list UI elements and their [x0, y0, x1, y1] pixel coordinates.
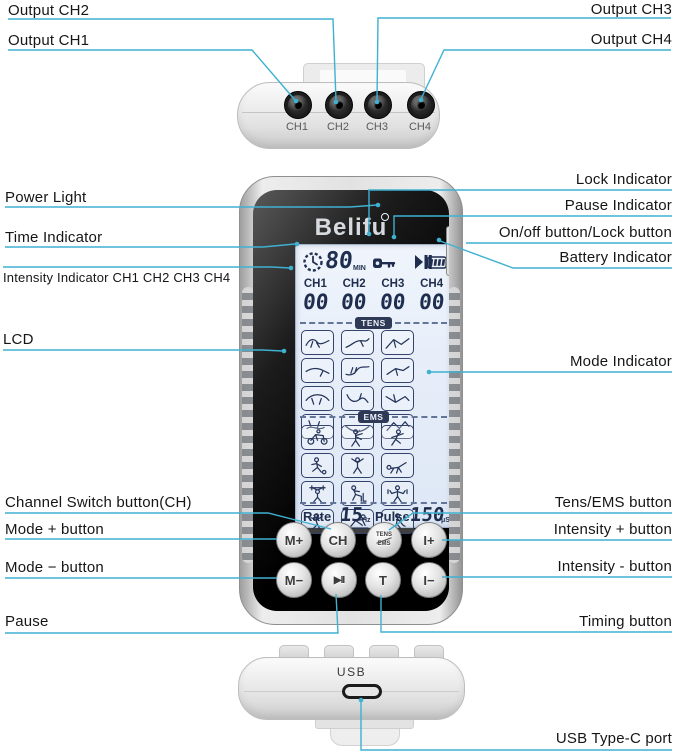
left-grip	[242, 287, 254, 563]
label-intensity-indicator: Intensity Indicator CH1 CH2 CH3 CH4	[3, 270, 231, 285]
device-front-view: Belifu 80 MIN	[239, 176, 463, 625]
jack-hole	[335, 101, 343, 109]
usb-label: USB	[336, 665, 367, 679]
mode-icon-weightlifting	[301, 481, 334, 506]
jack-label-ch4: CH4	[408, 121, 431, 133]
tens-section-header: TENS	[300, 317, 448, 329]
jack-label-ch2: CH2	[326, 121, 349, 133]
mode-icon-foot-massage	[341, 358, 374, 383]
label-pause-indicator: Pause Indicator	[564, 197, 672, 214]
mode-icon-hand-rubbing	[301, 358, 334, 383]
mode-icon-step-machine	[341, 481, 374, 506]
power-light	[381, 213, 389, 221]
label-channel-switch: Channel Switch button(CH)	[5, 494, 192, 511]
mode-icon-dumbbells	[381, 481, 414, 506]
timing-button[interactable]: T	[365, 562, 401, 598]
timer-value: 80	[323, 248, 355, 274]
mode-icon-arm-kneading	[341, 330, 374, 355]
label-output-ch2: Output CH2	[8, 2, 90, 19]
mode-icon-fist-pressing	[381, 358, 414, 383]
mode-icon-soccer	[301, 453, 334, 478]
label-tens-ems-button: Tens/EMS button	[554, 494, 672, 511]
label-on-off-button: On/off button/Lock button	[498, 224, 672, 241]
lock-key-icon	[373, 258, 396, 268]
output-jack-ch2[interactable]	[325, 91, 353, 119]
tens-ems-top-label: TENS	[375, 532, 392, 539]
output-jack-ch1[interactable]	[284, 91, 312, 119]
label-output-ch3: Output CH3	[590, 1, 672, 18]
label-intensity-plus: Intensity + button	[553, 521, 672, 538]
label-intensity-minus: Intensity - button	[557, 558, 672, 575]
tens-ems-button[interactable]: TENS EMS	[366, 522, 402, 558]
mode-icon-sit-ups	[381, 453, 414, 478]
right-grip	[448, 287, 460, 563]
device-bottom-view: USB	[238, 657, 465, 720]
pulse-unit: μS	[441, 517, 449, 524]
intensity-minus-button[interactable]: I−	[411, 562, 447, 598]
label-lcd: LCD	[3, 331, 34, 348]
on-off-lock-button[interactable]: ON/OFF	[446, 226, 449, 276]
label-output-ch4: Output CH4	[590, 31, 672, 48]
brand-logo: Belifu	[314, 214, 388, 241]
belt-clip-tab	[330, 726, 400, 746]
mode-icon-neck-massage	[341, 386, 374, 411]
mode-icon-boxing	[341, 425, 374, 450]
label-mode-indicator: Mode Indicator	[569, 353, 672, 370]
channel-switch-button[interactable]: CH	[320, 522, 356, 558]
jack-label-ch1: CH1	[285, 121, 308, 133]
mode-icon-knee-massage	[381, 330, 414, 355]
label-battery-indicator: Battery Indicator	[559, 249, 672, 266]
intensity-plus-button[interactable]: I+	[411, 522, 447, 558]
rate-unit: Hz	[362, 517, 371, 524]
timer-clock-icon	[303, 252, 323, 272]
ems-badge: EMS	[357, 411, 390, 423]
output-jack-ch3[interactable]	[364, 91, 392, 119]
mode-icon-leg-massage	[381, 386, 414, 411]
output-jack-ch4[interactable]	[407, 91, 435, 119]
mode-minus-button[interactable]: M−	[276, 562, 312, 598]
ems-section-header: EMS	[300, 411, 448, 423]
tens-ems-bottom-label: EMS	[377, 541, 391, 547]
lcd-screen: 80 MIN	[295, 244, 449, 534]
jack-hole	[417, 101, 425, 109]
lcd-status-row: 80 MIN	[296, 248, 449, 275]
on-off-label: ON/OFF	[448, 242, 449, 257]
label-lock-indicator: Lock Indicator	[575, 171, 672, 188]
mode-icon-shoulder-massage	[301, 330, 334, 355]
lcd-divider	[300, 502, 447, 504]
label-mode-plus: Mode + button	[5, 521, 104, 538]
mode-icon-running	[381, 425, 414, 450]
play-pause-icon: ▶II	[333, 574, 345, 586]
label-usb-port: USB Type-C port	[555, 730, 672, 747]
label-time-indicator: Time Indicator	[5, 229, 103, 246]
pause-button[interactable]: ▶II	[321, 562, 357, 598]
mode-icon-back-massage	[301, 386, 334, 411]
label-pause: Pause	[5, 613, 49, 630]
jack-label-ch3: CH3	[365, 121, 388, 133]
rate-label: Rate	[303, 509, 332, 524]
mode-plus-button[interactable]: M+	[276, 522, 312, 558]
label-power-light: Power Light	[5, 189, 87, 206]
usb-type-c-port[interactable]	[342, 684, 382, 699]
jack-hole	[374, 101, 382, 109]
label-output-ch1: Output CH1	[8, 32, 90, 49]
timer-unit: MIN	[353, 265, 366, 272]
tens-badge: TENS	[355, 317, 392, 329]
label-mode-minus: Mode − button	[5, 559, 104, 576]
label-timing-button: Timing button	[579, 613, 672, 630]
mode-icon-jumping	[341, 453, 374, 478]
mode-icon-cycling	[301, 425, 334, 450]
jack-hole	[294, 101, 302, 109]
